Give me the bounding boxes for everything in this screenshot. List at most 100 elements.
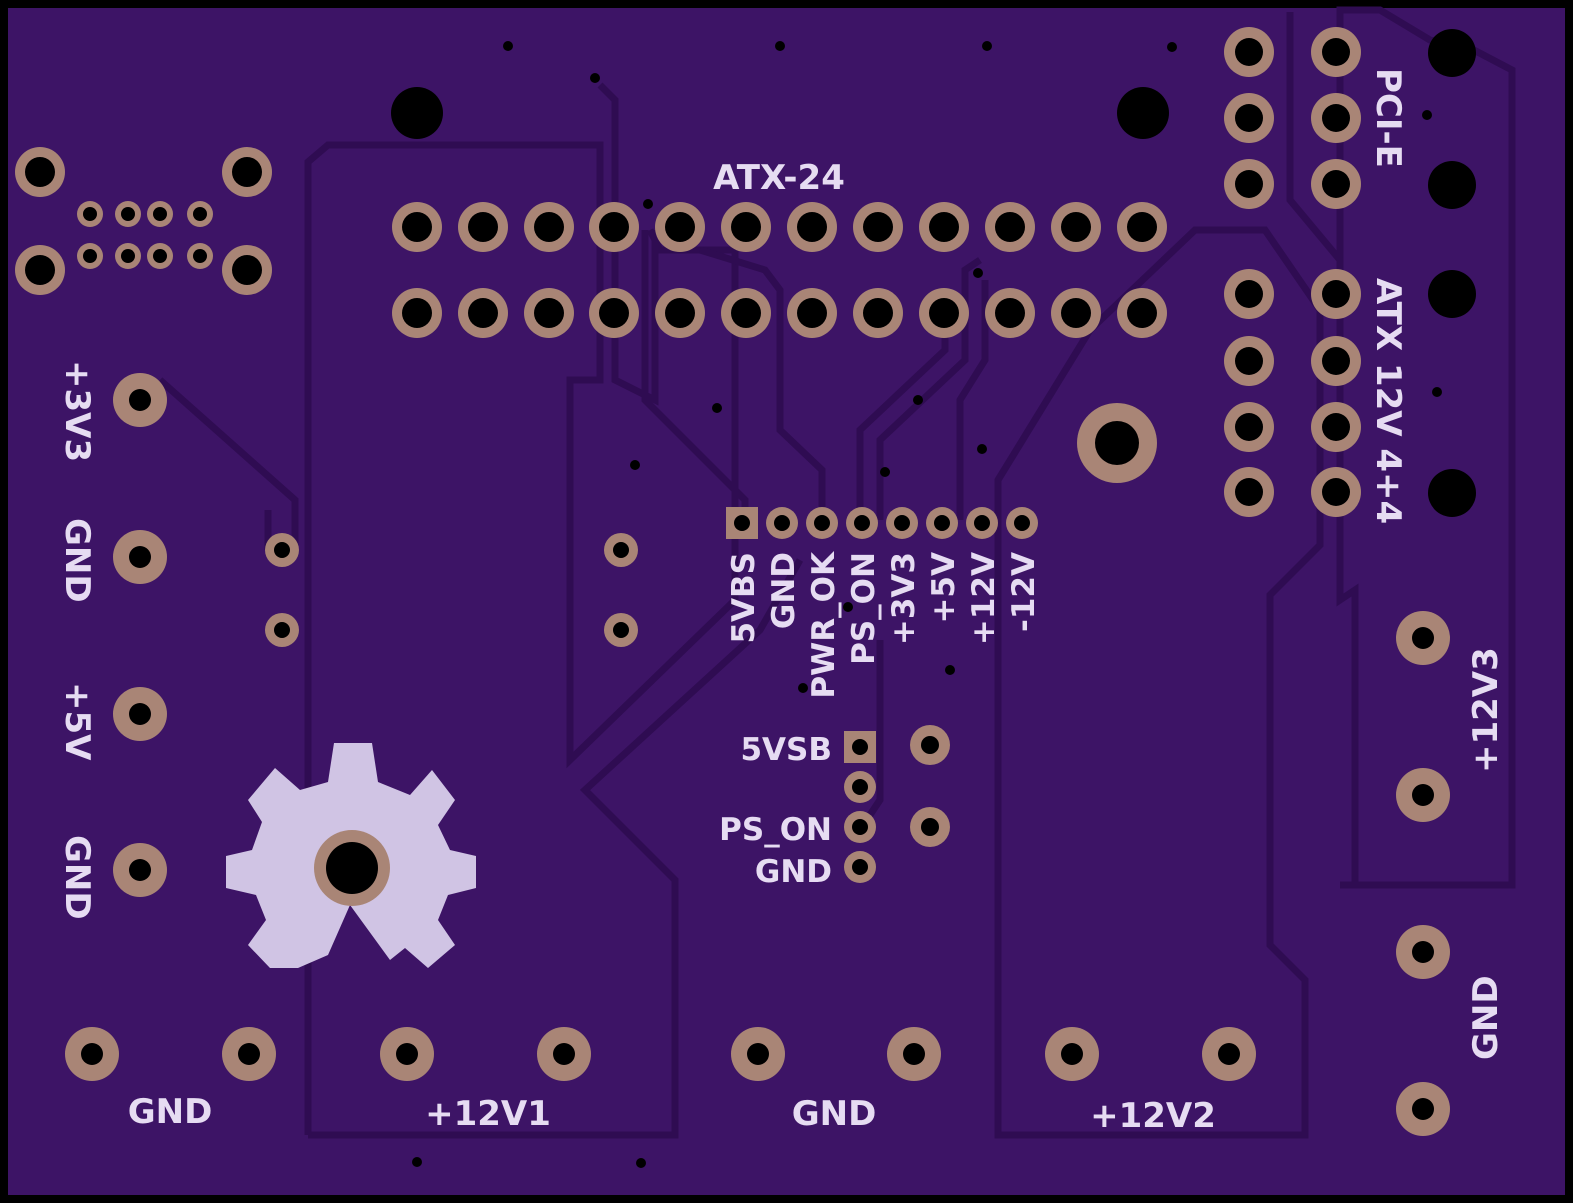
gnd-bottom-1-label: GND	[128, 1092, 213, 1132]
header-pin-drill	[854, 515, 870, 531]
atx24-pin-drill	[797, 212, 827, 242]
usb-pin-drill	[193, 207, 207, 221]
header-pin-label: PWR_OK	[806, 551, 842, 699]
usb-shield-pad-drill	[25, 157, 55, 187]
mount-hole	[391, 87, 443, 139]
atx24-pin-drill	[534, 298, 564, 328]
atx24-pin-drill	[995, 298, 1025, 328]
switch-pin-drill	[852, 779, 868, 795]
atx24-pin-drill	[599, 212, 629, 242]
atx24-pin-drill	[995, 212, 1025, 242]
atx12v-pin-drill	[1235, 413, 1263, 441]
silkscreen-labels: ATX-24 PCI-E ATX 12V 4+4 +3V3 GND +5V GN…	[57, 68, 1506, 1136]
atx24-pin-drill	[929, 212, 959, 242]
vias	[412, 41, 1442, 1168]
atx24-pin-drill	[1061, 298, 1091, 328]
terminal-pad-drill	[238, 1043, 260, 1065]
atx24-pin-drill	[665, 298, 695, 328]
atx24-pin-drill	[797, 298, 827, 328]
usb-shield-pad-drill	[232, 255, 262, 285]
gnd-left-1-label: GND	[57, 518, 97, 603]
atx24-pin-drill	[402, 212, 432, 242]
usb-pin-drill	[83, 249, 97, 263]
atx12v-pin-drill	[1235, 478, 1263, 506]
switch-pin-drill	[852, 739, 868, 755]
atx24-pin-drill	[468, 298, 498, 328]
header-pin-label: +12V	[966, 552, 1002, 645]
terminal-pad-drill	[129, 703, 151, 725]
sw-5vsb-label: 5VSB	[740, 732, 832, 768]
usb-shield-pad-drill	[232, 157, 262, 187]
atx24-pin-drill	[402, 298, 432, 328]
mount-hole	[1428, 29, 1476, 77]
mount-hole	[1428, 270, 1476, 318]
small-pad-drill	[613, 542, 629, 558]
open-hardware-gear-icon	[226, 743, 476, 968]
header-pin-drill	[894, 515, 910, 531]
usb-pin-drill	[153, 249, 167, 263]
atx24-pin-drill	[665, 212, 695, 242]
mounting-holes	[391, 29, 1476, 517]
sw-gnd-label: GND	[755, 854, 832, 890]
terminal-pad-drill	[129, 859, 151, 881]
terminal-pad-drill	[1412, 1098, 1434, 1120]
pcie-pin-drill	[1322, 38, 1350, 66]
gnd-right-label: GND	[1466, 975, 1506, 1060]
header-pin-label: PS_ON	[846, 552, 882, 665]
header-pin-drill	[934, 515, 950, 531]
terminal-pad-drill	[1412, 627, 1434, 649]
mount-hole	[1117, 87, 1169, 139]
terminal-pad-drill	[129, 389, 151, 411]
header-pin-drill	[814, 515, 830, 531]
terminal-pad-drill	[1218, 1043, 1240, 1065]
atx24-pin-drill	[929, 298, 959, 328]
terminal-pad-drill	[1061, 1043, 1083, 1065]
terminal-pad-drill	[903, 1043, 925, 1065]
atx12v-pin-drill	[1322, 347, 1350, 375]
v5-label: +5V	[57, 682, 97, 761]
sw-ps-on-label: PS_ON	[719, 812, 832, 848]
terminal-pad-drill	[129, 546, 151, 568]
atx24-pin-drill	[731, 212, 761, 242]
switch-pin-drill	[852, 819, 868, 835]
switch-pin-drill	[921, 736, 939, 754]
terminal-pad-drill	[1412, 941, 1434, 963]
usb-pin-drill	[153, 207, 167, 221]
pad-layer	[15, 27, 1450, 1136]
usb-pin-drill	[121, 207, 135, 221]
gnd-left-2-label: GND	[57, 835, 97, 920]
atx24-label: ATX-24	[713, 158, 845, 198]
header-pin-drill	[1014, 515, 1030, 531]
pcie-pin-drill	[1322, 170, 1350, 198]
header-pin-label: GND	[766, 552, 802, 629]
atx24-pin-drill	[1061, 212, 1091, 242]
gnd-bottom-2-label: GND	[792, 1094, 877, 1134]
terminal-pad-drill	[1412, 784, 1434, 806]
header-pin-label: 5VBS	[726, 552, 762, 644]
usb-pin-drill	[193, 249, 207, 263]
header-pin-label: +3V3	[886, 552, 922, 645]
pcie-pin-drill	[1235, 170, 1263, 198]
header-pin-label: +5V	[926, 552, 962, 624]
atx12v-pin-drill	[1235, 347, 1263, 375]
v12v3-label: +12V3	[1466, 647, 1506, 773]
header-pin-drill	[974, 515, 990, 531]
mount-hole	[1428, 469, 1476, 517]
atx24-pin-drill	[1127, 298, 1157, 328]
header-pin-label: -12V	[1006, 552, 1042, 632]
v3v3-label: +3V3	[57, 360, 97, 462]
atx12v-pin-drill	[1322, 413, 1350, 441]
terminal-pad-drill	[553, 1043, 575, 1065]
atx24-pin-drill	[599, 298, 629, 328]
pcie-pin-drill	[1322, 104, 1350, 132]
atx12v-pin-drill	[1322, 478, 1350, 506]
atx24-pin-drill	[863, 298, 893, 328]
switch-pin-drill	[852, 859, 868, 875]
mount-hole	[1428, 161, 1476, 209]
mount-hole-plated-drill	[1095, 421, 1139, 465]
terminal-pad-drill	[396, 1043, 418, 1065]
v12v1-label: +12V1	[425, 1094, 551, 1134]
atx12v-label: ATX 12V 4+4	[1368, 278, 1408, 524]
atx12v-pin-drill	[1322, 280, 1350, 308]
